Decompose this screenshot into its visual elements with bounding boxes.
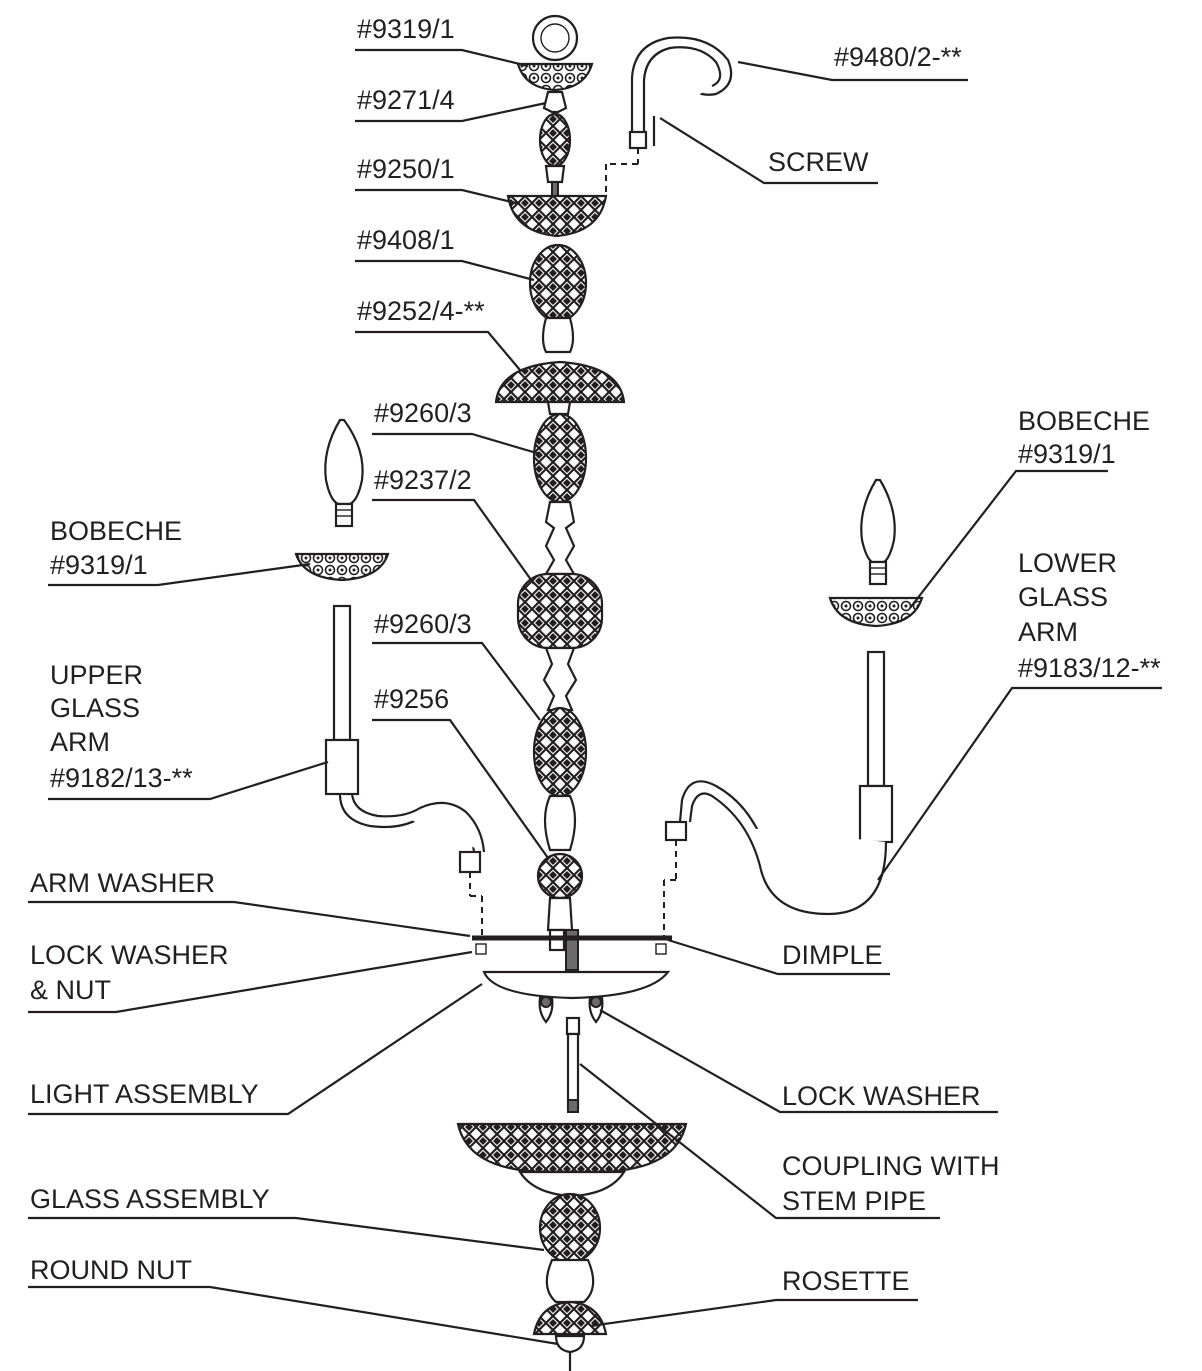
label-9260-3-lower: #9260/3 [374, 609, 472, 639]
label-9250-1: #9250/1 [357, 154, 455, 184]
label-glass-assembly: GLASS ASSEMBLY [30, 1184, 270, 1214]
label-9480-2: #9480/2-** [834, 42, 962, 72]
label-coupling-1: COUPLING WITH [782, 1151, 1000, 1181]
label-9237-2: #9237/2 [374, 465, 472, 495]
round-nut [554, 1334, 586, 1354]
part-9237-2 [516, 572, 604, 650]
label-coupling-2: STEM PIPE [782, 1186, 926, 1216]
leader-lines [28, 48, 1162, 1346]
label-arm-washer: ARM WASHER [30, 868, 215, 898]
right-bobeche [828, 596, 924, 628]
label-bobeche-left-2: #9319/1 [50, 550, 148, 580]
label-9408-1: #9408/1 [357, 225, 455, 255]
label-bobeche-left-1: BOBECHE [50, 516, 182, 546]
left-arm-assembly [294, 418, 486, 936]
label-9260-3-upper: #9260/3 [374, 398, 472, 428]
part-9271-4 [542, 90, 568, 114]
central-column [456, 14, 688, 1371]
light-assembly-plate [482, 970, 671, 1000]
label-bobeche-right-2: #9319/1 [1018, 439, 1116, 469]
part-9252-4-dome [494, 360, 626, 404]
label-9319-1-top: #9319/1 [357, 14, 455, 44]
label-9256: #9256 [374, 684, 449, 714]
label-bobeche-right-1: BOBECHE [1018, 406, 1150, 436]
label-lock-washer: LOCK WASHER [782, 1081, 981, 1111]
left-glass-arm-tube [332, 604, 352, 742]
label-9252-4: #9252/4-** [357, 296, 485, 326]
part-9408-1 [528, 243, 588, 323]
label-upper-arm-2: GLASS [50, 693, 140, 723]
glass-assembly-egg [538, 1192, 602, 1264]
hanging-ring [531, 14, 579, 62]
label-upper-arm-4: #9182/13-** [50, 763, 193, 793]
part-9260-3-lower [532, 706, 588, 798]
label-upper-arm-3: ARM [50, 727, 110, 757]
label-light-assembly: LIGHT ASSEMBLY [30, 1079, 259, 1109]
glass-assembly-bowl [456, 1122, 688, 1174]
label-screw: SCREW [768, 147, 869, 177]
label-dimple: DIMPLE [782, 940, 883, 970]
part-9271-4-ball [538, 112, 572, 168]
right-arm-assembly [663, 478, 924, 936]
labels: #9319/1 #9271/4 #9480/2-** SCREW #9250/1… [30, 14, 1161, 1296]
right-bulb [860, 478, 896, 564]
label-lower-arm-2: GLASS [1018, 582, 1108, 612]
top-bobeche [516, 62, 594, 92]
label-lower-arm-4: #9183/12-** [1018, 653, 1161, 683]
part-9250-1-bowl [506, 194, 608, 238]
part-9260-3-upper [532, 412, 588, 504]
left-bulb [324, 418, 364, 506]
label-lower-arm-1: LOWER [1018, 548, 1117, 578]
curled-arm-9480-2 [605, 36, 733, 196]
right-glass-arm-tube [866, 650, 886, 788]
label-lower-arm-3: ARM [1018, 617, 1078, 647]
label-9271-4: #9271/4 [357, 85, 455, 115]
label-upper-arm-1: UPPER [50, 660, 143, 690]
part-9256 [536, 852, 584, 900]
label-lock-washer-nut-1: LOCK WASHER [30, 940, 229, 970]
label-round-nut: ROUND NUT [30, 1255, 192, 1285]
stem-pipe [566, 1032, 580, 1110]
label-rosette: ROSETTE [782, 1266, 910, 1296]
left-bobeche [294, 552, 390, 582]
label-lock-washer-nut-2: & NUT [30, 975, 111, 1005]
rosette-part [532, 1300, 608, 1336]
